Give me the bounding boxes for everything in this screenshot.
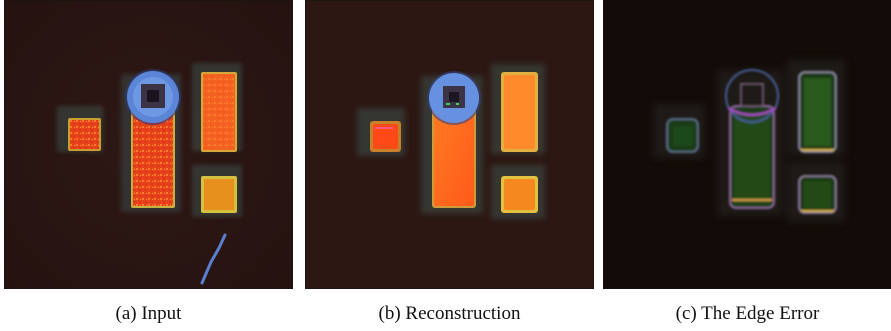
caption-reconstruction: (b) Reconstruction [378, 303, 521, 324]
right-top-pad [501, 72, 538, 152]
center-pad-edge [729, 105, 775, 209]
left-pad-edge [666, 118, 699, 153]
center-pad [432, 106, 476, 208]
caption-input: (a) Input [115, 303, 182, 324]
reconstruction-image [305, 0, 594, 289]
input-image [4, 0, 293, 289]
edge-error-image [603, 0, 891, 289]
right-bottom-pad [501, 176, 538, 213]
right-top-pad-edge [798, 71, 837, 153]
left-pad [370, 121, 401, 152]
caption-edge-error: (c) The Edge Error [675, 303, 820, 324]
right-bottom-pad-edge [798, 175, 837, 214]
right-top-pad [201, 72, 237, 152]
blue-circle-marker [427, 71, 481, 125]
blue-circle-marker [125, 69, 181, 125]
right-bottom-pad [201, 176, 237, 213]
scratch-line [200, 233, 227, 285]
left-pad [68, 118, 101, 151]
circle-edge [725, 69, 779, 123]
